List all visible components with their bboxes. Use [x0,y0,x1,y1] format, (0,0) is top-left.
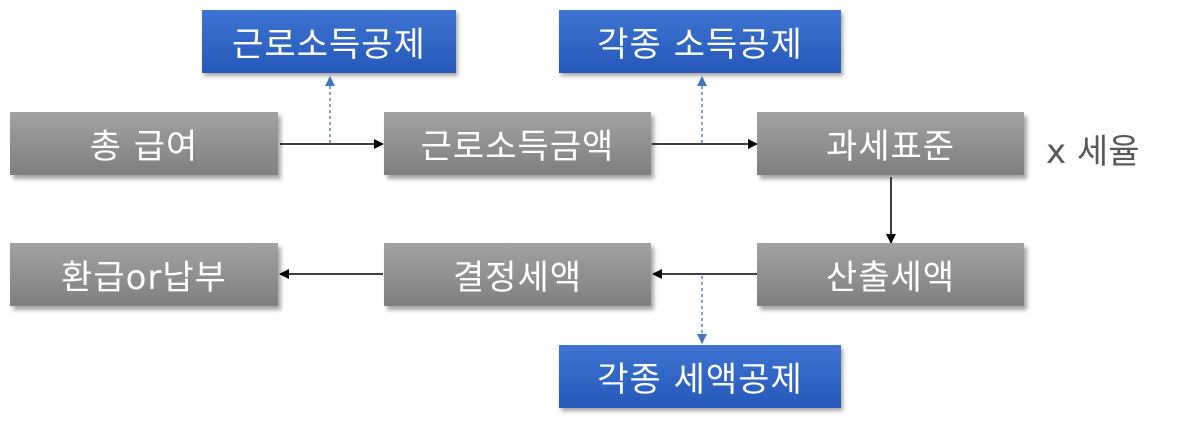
tax-base-box: 과세표준 [757,112,1024,175]
earned-income-deduction-label: 근로소득공제 [232,25,426,65]
refund-or-payment-label: 환급or납부 [61,258,227,298]
determined-tax-box: 결정세액 [384,243,651,306]
income-deductions-label: 각종 소득공제 [597,25,803,65]
earned-income-label: 근로소득금액 [420,127,615,167]
earned-income-box: 근로소득금액 [384,112,651,175]
determined-tax-label: 결정세액 [452,258,583,298]
tax-rate-annotation: x 세율 [1046,132,1140,172]
tax-base-label: 과세표준 [825,127,956,167]
tax-credits-box: 각종 세액공제 [559,345,841,408]
earned-income-deduction-box: 근로소득공제 [202,10,456,73]
tax-credits-label: 각종 세액공제 [597,360,803,400]
refund-or-payment-box: 환급or납부 [10,243,278,306]
income-deductions-box: 각종 소득공제 [559,10,841,73]
total-salary-box: 총 급여 [10,112,278,175]
total-salary-label: 총 급여 [89,127,199,167]
calculated-tax-box: 산출세액 [757,243,1024,306]
calculated-tax-label: 산출세액 [825,258,956,298]
